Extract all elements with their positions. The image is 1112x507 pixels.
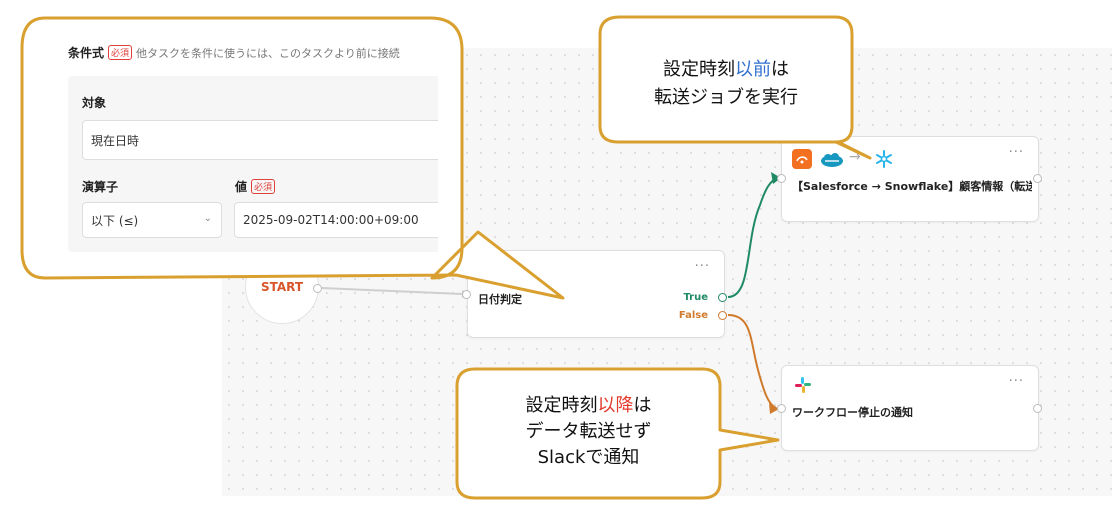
transfer-output-port[interactable] [1033, 174, 1042, 183]
sforce-icon [792, 149, 812, 169]
node-title: 日付判定 [478, 293, 522, 306]
date-judge-node[interactable]: ··· 日付判定 True False [467, 250, 725, 338]
transfer-job-node[interactable]: → ··· 【Salesforce → Snowflake】顧客情報（転送... [781, 136, 1039, 222]
condition-form: 条件式必須他タスクを条件に使うには、このタスクより前に接続 対象 現在日時 演算… [68, 40, 438, 272]
operator-label: 演算子 [82, 180, 119, 194]
condition-card: 対象 現在日時 演算子 値必須 以下 (≤) ⌄ 2025-09-02T14:0… [68, 76, 438, 252]
operator-select[interactable]: 以下 (≤) ⌄ [82, 202, 222, 238]
arrow-icon: → [849, 149, 861, 165]
slack-icon [794, 376, 812, 398]
before-callout-text: 設定時刻以前は 転送ジョブを実行 [600, 56, 852, 112]
node-title: ワークフロー停止の通知 [792, 406, 913, 419]
more-menu-button[interactable]: ··· [1008, 374, 1024, 389]
more-menu-button[interactable]: ··· [1008, 145, 1024, 160]
true-output-port[interactable] [718, 293, 727, 302]
false-branch-label: False [678, 310, 708, 321]
value-label-text: 値 [235, 180, 248, 194]
true-branch-label: True [683, 292, 708, 303]
value-input[interactable]: 2025-09-02T14:00:00+09:00 [234, 202, 438, 238]
start-label: START [260, 280, 304, 294]
more-menu-button[interactable]: ··· [694, 259, 710, 274]
slack-output-port[interactable] [1033, 404, 1042, 413]
slack-notify-node[interactable]: ··· ワークフロー停止の通知 [781, 365, 1039, 451]
edge-true-arrow [771, 172, 781, 184]
before-callout-line1: 設定時刻以前は [600, 56, 852, 84]
start-output-port[interactable] [313, 284, 322, 293]
edge-false [727, 314, 777, 409]
required-badge: 必須 [108, 45, 133, 60]
after-callout-text: 設定時刻以降は データ転送せず Slackで通知 [457, 393, 720, 471]
after-callout-line2: データ転送せず [525, 421, 652, 442]
salesforce-icon [820, 152, 844, 172]
target-label: 対象 [82, 96, 107, 110]
after-line1-a: 設定時刻 [525, 395, 598, 416]
slack-input-port[interactable] [777, 404, 786, 413]
target-value: 現在日時 [91, 133, 140, 148]
false-output-port[interactable] [718, 311, 727, 320]
edge-start-to-date [321, 287, 463, 295]
before-line1-c: は [771, 59, 789, 80]
before-line1-a: 設定時刻 [663, 59, 735, 80]
operator-value: 以下 (≤) [91, 213, 139, 228]
branch-icon [476, 260, 496, 280]
target-field[interactable]: 現在日時 [82, 120, 438, 160]
condition-title: 条件式必須他タスクを条件に使うには、このタスクより前に接続 [68, 44, 400, 61]
after-callout-line1: 設定時刻以降は [457, 393, 720, 419]
date-input-port[interactable] [462, 290, 471, 299]
after-callout-line3: Slackで通知 [537, 447, 640, 468]
transfer-input-port[interactable] [777, 174, 786, 183]
after-line1-highlight: 以降 [597, 395, 634, 416]
value-label: 値必須 [235, 178, 276, 195]
required-badge: 必須 [251, 179, 276, 194]
after-line1-c: は [633, 395, 652, 416]
edge-true [727, 177, 779, 298]
node-title: 【Salesforce → Snowflake】顧客情報（転送... [792, 180, 1032, 193]
chevron-down-icon: ⌄ [203, 213, 212, 224]
condition-description: 他タスクを条件に使うには、このタスクより前に接続 [136, 47, 400, 60]
condition-title-text: 条件式 [68, 46, 105, 60]
value-text: 2025-09-02T14:00:00+09:00 [243, 213, 419, 227]
before-line1-highlight: 以前 [735, 59, 771, 80]
snowflake-icon [874, 149, 894, 173]
before-callout-line2: 転送ジョブを実行 [654, 87, 798, 108]
